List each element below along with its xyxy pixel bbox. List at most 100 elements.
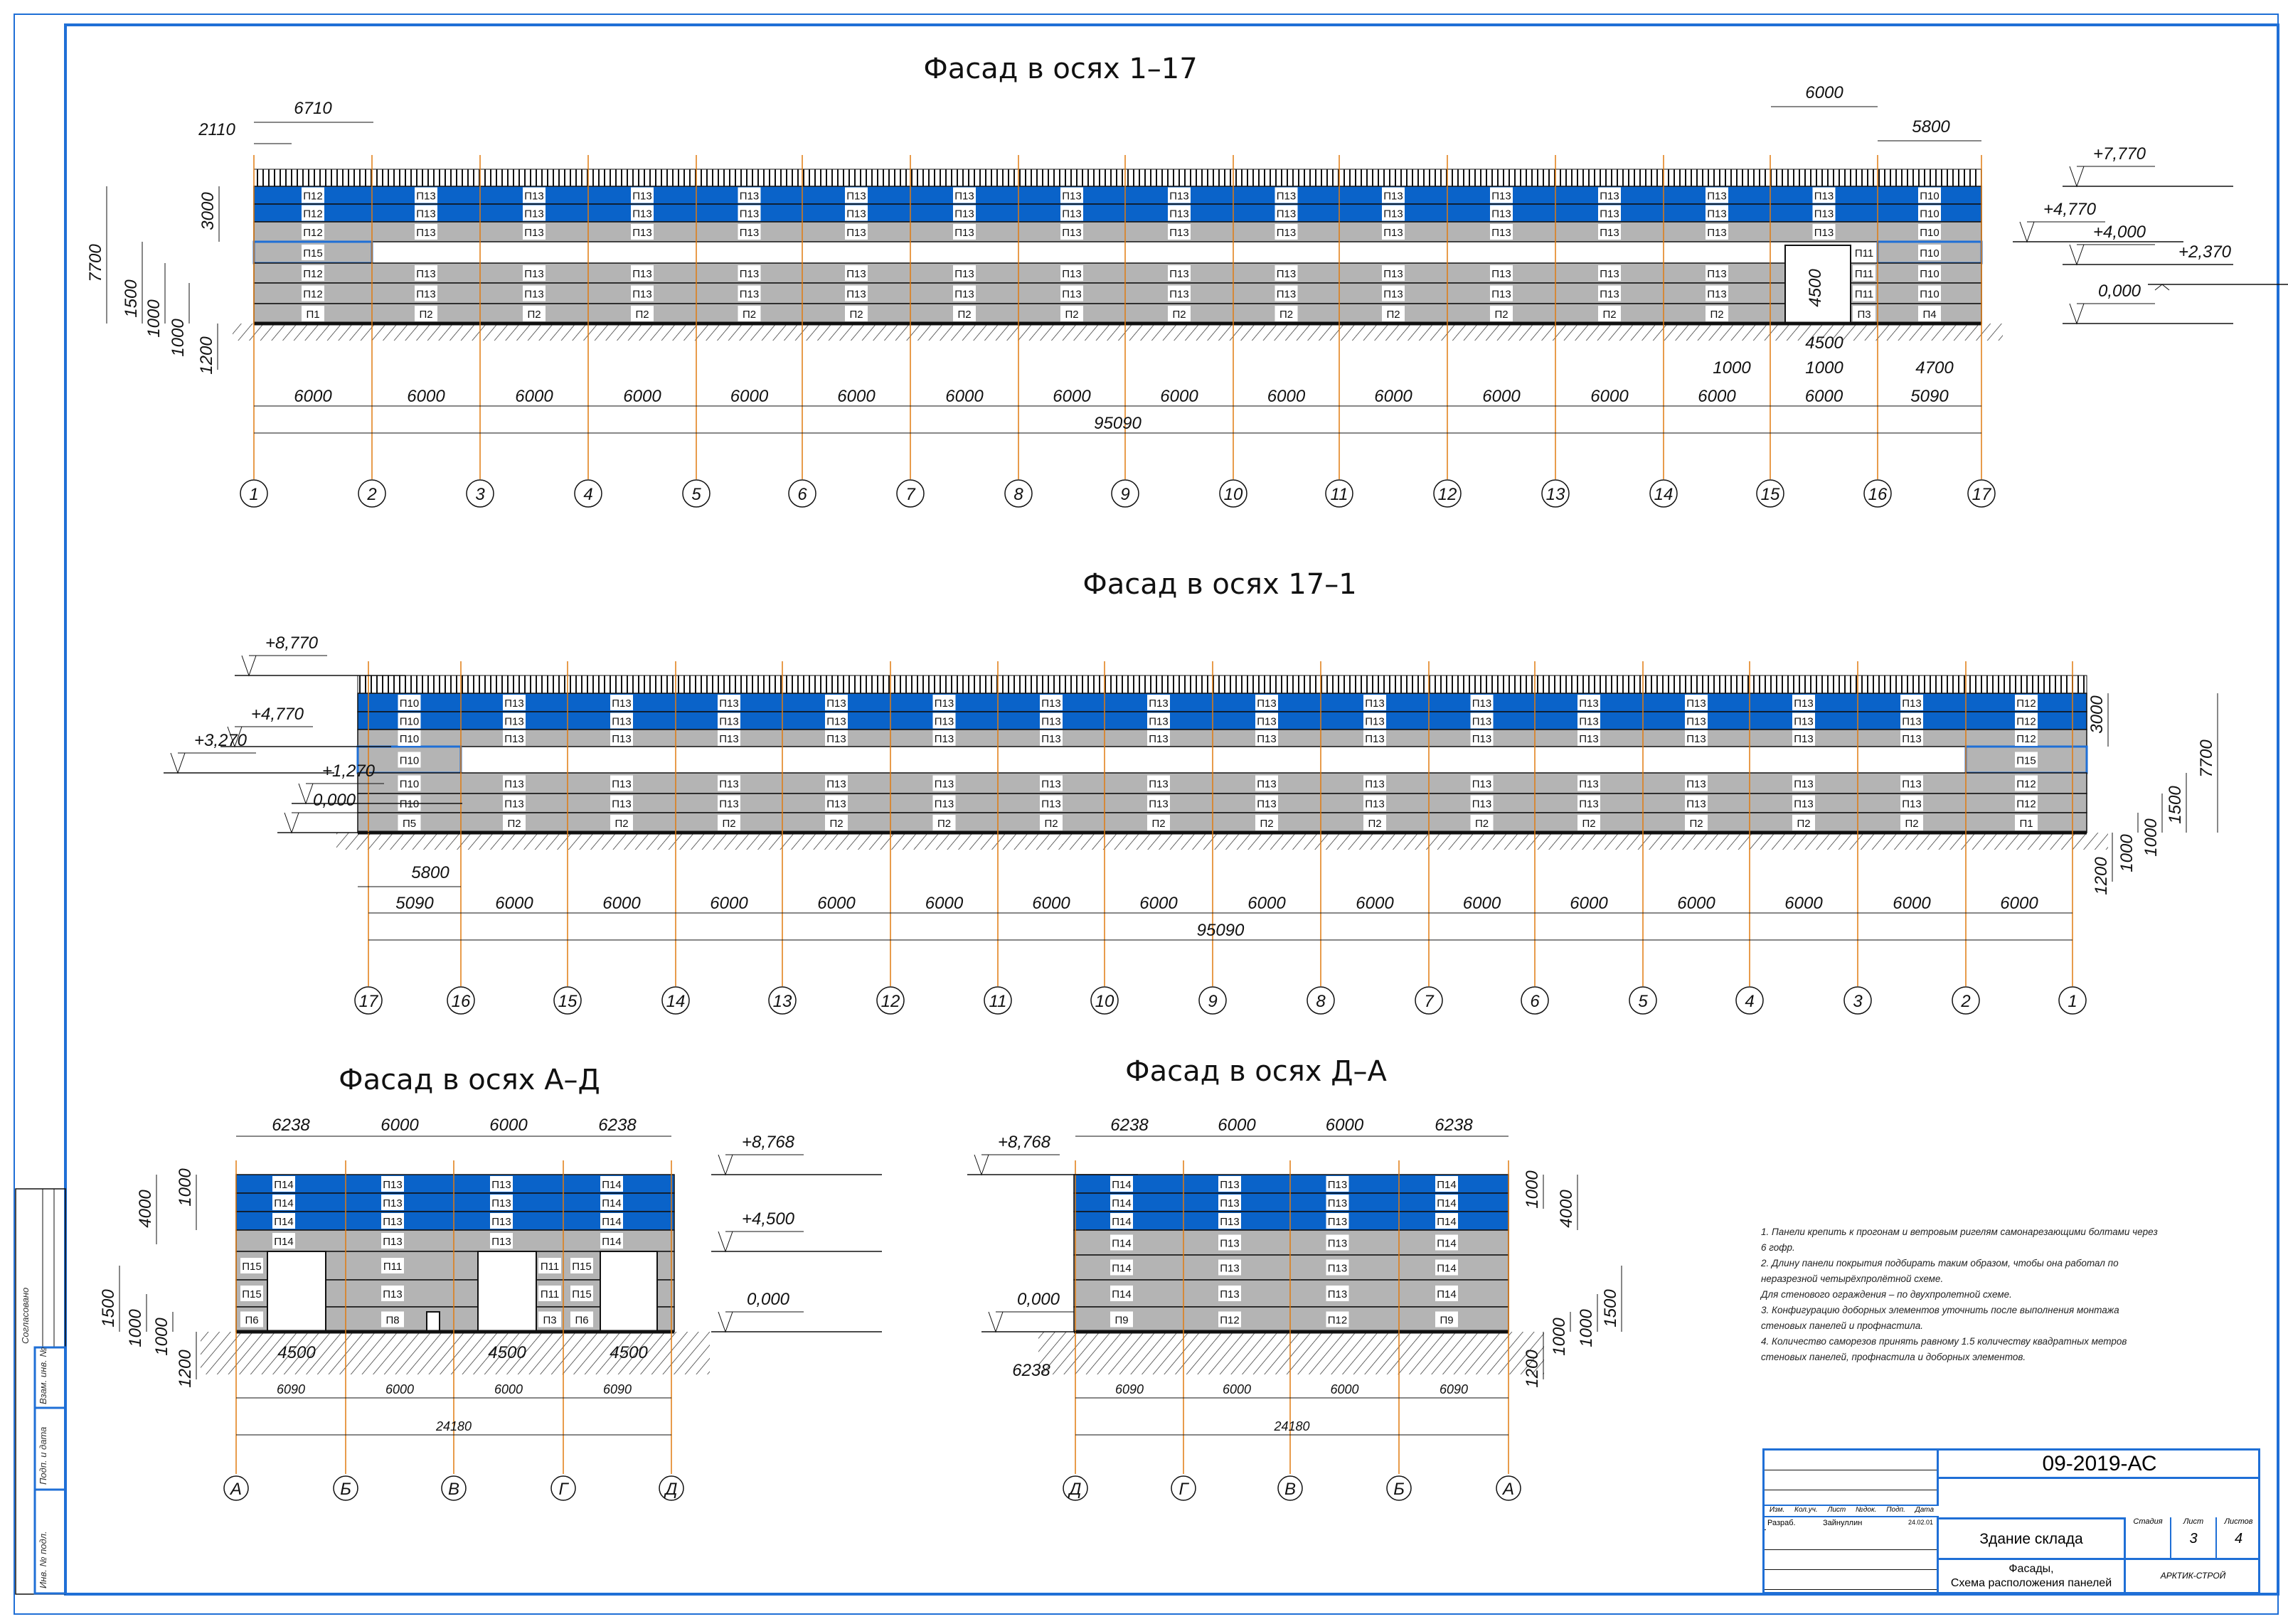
door-opening xyxy=(267,1251,326,1332)
axis-label: 10 xyxy=(1095,992,1114,1011)
panel-label: П14 xyxy=(602,1179,621,1191)
panel-label: П13 xyxy=(383,1236,402,1248)
panel-label: П6 xyxy=(575,1315,588,1327)
facade-title: Фасад в осях Д–А xyxy=(1125,1055,1387,1088)
span-dimension: 6000 xyxy=(1223,1382,1251,1396)
panel-label: П13 xyxy=(935,798,954,811)
panel-label-bg xyxy=(1792,795,1815,811)
span-dimension: 6000 xyxy=(1698,387,1736,406)
panel-label: П10 xyxy=(400,716,419,728)
span-dimension: 6000 xyxy=(837,387,876,406)
panel-label: П14 xyxy=(1112,1288,1131,1300)
panel-label: П13 xyxy=(1472,798,1491,811)
axis-label: Г xyxy=(1178,1480,1189,1499)
panel-label-bg xyxy=(1853,245,1875,260)
axis-label: 16 xyxy=(452,992,471,1011)
panel-label: П9 xyxy=(1114,1315,1128,1327)
axis-bubble-icon xyxy=(1843,986,1872,1015)
panel-label: П13 xyxy=(612,798,631,811)
span-dimension: 6000 xyxy=(710,894,748,913)
panel-label-bg xyxy=(1363,795,1386,811)
panel-label: П13 xyxy=(826,779,846,791)
axis-bubble-icon xyxy=(1004,479,1033,508)
axis-label: 6 xyxy=(1530,992,1540,1011)
panel-label-bg xyxy=(272,1176,295,1192)
panel-label: П13 xyxy=(383,1288,402,1300)
panel-label: П13 xyxy=(632,268,651,280)
panel-label-bg xyxy=(1685,795,1708,811)
vertical-dimension: 1000 xyxy=(176,1168,195,1207)
panel-label: П2 xyxy=(1044,818,1058,830)
axis-label: 10 xyxy=(1224,485,1243,504)
panel-label: П13 xyxy=(1579,733,1598,745)
panel-label: П12 xyxy=(303,289,322,301)
panel-label-bg xyxy=(1900,695,1923,710)
axis-bubble-icon xyxy=(1756,479,1784,508)
axis-label: 1 xyxy=(2068,992,2077,1011)
vertical-dimension: 1000 xyxy=(2117,834,2137,872)
elevation-label: +1,270 xyxy=(322,762,376,781)
span-dimension: 6000 xyxy=(495,894,533,913)
panel-label: П13 xyxy=(1383,208,1403,220)
panel-label: П13 xyxy=(1491,208,1511,220)
panel-label-bg xyxy=(1218,1259,1241,1276)
span-dimension: 6000 xyxy=(2000,894,2038,913)
panel-label: П13 xyxy=(632,191,651,203)
axis-bubble-icon xyxy=(447,986,475,1015)
panel-label-bg xyxy=(1598,265,1621,281)
axis-label: 9 xyxy=(1120,485,1129,504)
axis-label: Б xyxy=(1393,1480,1405,1499)
span-dimension: 6000 xyxy=(494,1382,523,1396)
panel-label: П13 xyxy=(1149,733,1168,745)
panel-label: П13 xyxy=(1365,698,1384,710)
panel-label: П13 xyxy=(1328,1197,1347,1209)
panel-label-bg xyxy=(845,285,868,301)
panel-label: П10 xyxy=(1920,268,1939,280)
panel-label-bg xyxy=(1853,265,1875,281)
panel-label: П15 xyxy=(242,1288,261,1300)
vertical-dimension: 1500 xyxy=(1601,1289,1620,1327)
developer-date: 24.02.01 xyxy=(1908,1519,1934,1526)
panel-label-bg xyxy=(2015,752,2038,768)
panel-label: П13 xyxy=(1041,798,1060,811)
panel-label: П13 xyxy=(1328,1179,1347,1191)
panel-label: П13 xyxy=(1328,1288,1347,1300)
panel-label-bg xyxy=(1812,224,1836,240)
panel-label-bg xyxy=(503,775,526,791)
panel-label-bg xyxy=(1218,1311,1241,1327)
span-dimension: 6000 xyxy=(1160,387,1198,406)
panel-label-bg xyxy=(1255,775,1278,791)
panel-label: П13 xyxy=(1794,716,1813,728)
elevation-label: 0,000 xyxy=(1017,1290,1060,1309)
panel-label: П13 xyxy=(719,779,738,791)
panel-label: П13 xyxy=(1707,191,1726,203)
panel-label: П13 xyxy=(719,733,738,745)
span-dimension: 6000 xyxy=(1139,894,1178,913)
panel-label: П13 xyxy=(1257,779,1276,791)
panel-label-bg xyxy=(825,775,848,791)
panel-label-bg xyxy=(1490,187,1513,203)
panel-label: П10 xyxy=(400,755,419,767)
elevation-mark-icon xyxy=(718,1311,733,1333)
panel-label-bg xyxy=(381,1176,404,1192)
panel-label: П13 xyxy=(1707,227,1726,239)
panel-label-bg xyxy=(1040,815,1063,830)
panel-label-bg xyxy=(1435,1311,1458,1327)
axis-label: А xyxy=(229,1480,242,1499)
axis-label: 14 xyxy=(1654,485,1674,504)
door-opening xyxy=(600,1251,658,1332)
panel-label: П2 xyxy=(1602,309,1616,321)
axis-label: 13 xyxy=(1546,485,1565,504)
axis-label: 6 xyxy=(797,485,807,504)
extra-dimension: 6238 xyxy=(1012,1361,1050,1380)
panel-label-bg xyxy=(825,712,848,729)
panel-label-bg xyxy=(1060,306,1083,321)
span-dimension: 6000 xyxy=(623,387,661,406)
panel-label-bg xyxy=(1110,1195,1133,1210)
elevation-label: +8,770 xyxy=(265,634,319,653)
span-dimension: 6000 xyxy=(1053,387,1091,406)
panel-label: П3 xyxy=(543,1315,556,1327)
panel-label: П2 xyxy=(937,818,951,830)
